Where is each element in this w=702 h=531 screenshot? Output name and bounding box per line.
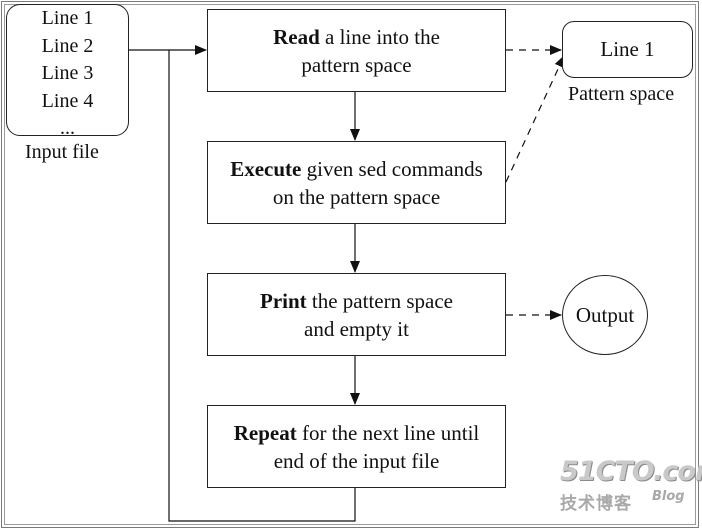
- input-file-caption: Input file: [25, 141, 99, 163]
- step-repeat-keyword: Repeat: [233, 420, 297, 445]
- input-line: Line 3: [41, 62, 94, 84]
- step-execute-text: given sed commands: [301, 156, 483, 181]
- pattern-space-caption: Pattern space: [568, 83, 675, 105]
- step-read-keyword: Read: [273, 24, 320, 49]
- watermark-logo: 51CTO.com: [560, 456, 702, 487]
- step-read-text: a line into the: [319, 24, 440, 49]
- step-print-keyword: Print: [260, 288, 307, 313]
- step-read-box: Read a line into the pattern space: [207, 9, 506, 92]
- input-line: Line 4: [41, 89, 94, 112]
- output-circle: Output: [562, 275, 648, 355]
- step-read-line2: pattern space: [301, 52, 412, 77]
- step-repeat-line2: end of the input file: [273, 448, 440, 473]
- step-print-box: Print the pattern space and empty it: [207, 273, 506, 356]
- output-label: Output: [575, 302, 635, 327]
- pattern-space-content: Line 1: [600, 37, 655, 61]
- input-line: ...: [60, 117, 75, 139]
- pattern-space-box: Line 1: [562, 21, 693, 78]
- step-repeat-box: Repeat for the next line until end of th…: [207, 405, 506, 488]
- step-print-text: the pattern space: [306, 288, 453, 313]
- dashed-arrow-execute-to-pattern: [505, 55, 565, 183]
- step-execute-keyword: Execute: [230, 156, 302, 181]
- inner-frame: [4, 4, 696, 525]
- step-execute-box: Execute given sed commands on the patter…: [207, 141, 506, 224]
- input-file-box: Line 1 Line 2 Line 3 Line 4 ...: [6, 4, 129, 139]
- loop-back-connector: [168, 50, 356, 522]
- step-repeat-text: for the next line until: [296, 420, 480, 445]
- watermark: 51CTO.com 技术博客 Blog: [560, 456, 702, 516]
- step-print-line2: and empty it: [304, 316, 409, 341]
- step-execute-line2: on the pattern space: [272, 184, 441, 209]
- watermark-blog: Blog: [652, 489, 685, 504]
- input-line: Line 1: [41, 7, 94, 29]
- input-line: Line 2: [41, 34, 94, 57]
- watermark-subtitle: 技术博客: [560, 494, 632, 514]
